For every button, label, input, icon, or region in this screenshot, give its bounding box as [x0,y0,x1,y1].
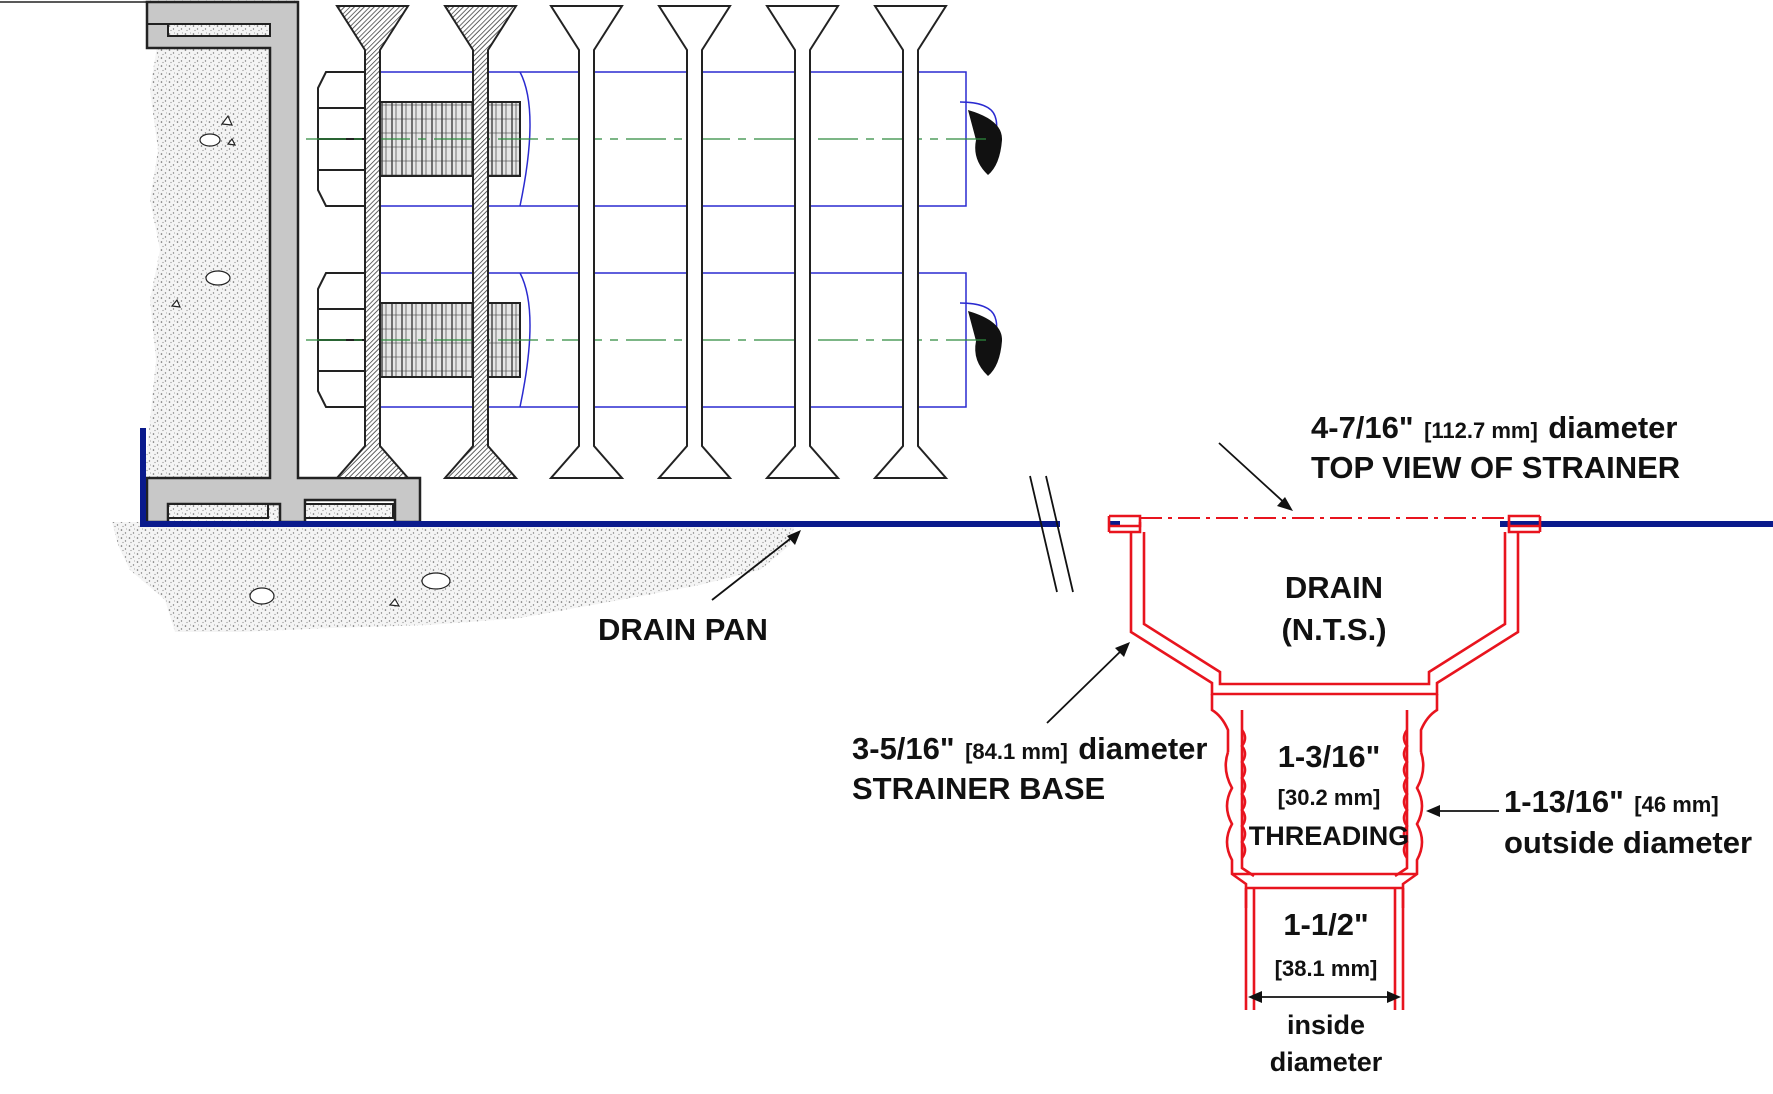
drain-label-line2: (N.T.S.) [1281,612,1386,647]
threading-metric-label: [30.2 mm] [1278,785,1381,810]
pipe-end-caps [968,110,1003,376]
drain-label-line1: DRAIN [1285,570,1383,605]
outside-diameter-label-line1: 1-13/16" [46 mm] [1504,784,1719,819]
open-fins [548,5,949,479]
beam-slots [0,1,394,519]
top-view-label-line2: TOP VIEW OF STRAINER [1311,450,1680,485]
inside-diameter-label-line4: diameter [1270,1047,1383,1077]
centerlines [306,138,990,341]
arrowheads [787,497,1440,1003]
hex-nuts [317,71,366,408]
drain-pan [140,428,1773,527]
drain-body [1107,514,1542,1010]
outside-diameter-label-line2: outside diameter [1504,825,1752,860]
break-marks [1029,475,1074,593]
strainer-base-label-line2: STRAINER BASE [852,771,1105,806]
concrete-slab [112,522,795,632]
leader-lines [711,442,1499,998]
threading-label: THREADING [1249,821,1410,851]
threaded-rods [369,101,521,378]
top-view-label-line1: 4-7/16" [112.7 mm] diameter [1311,410,1677,445]
inside-diameter-size-label: 1-1/2" [1283,907,1368,942]
strainer-base-label-line1: 3-5/16" [84.1 mm] diameter [852,731,1207,766]
hatched-spacers [334,5,519,479]
drain-pan-label: DRAIN PAN [598,612,768,647]
inside-diameter-metric-label: [38.1 mm] [1275,956,1378,981]
aggregate-stones [170,114,451,607]
threading-size-label: 1-3/16" [1278,739,1381,774]
concrete-wall [140,0,298,526]
inside-diameter-label-line3: inside [1287,1010,1365,1040]
